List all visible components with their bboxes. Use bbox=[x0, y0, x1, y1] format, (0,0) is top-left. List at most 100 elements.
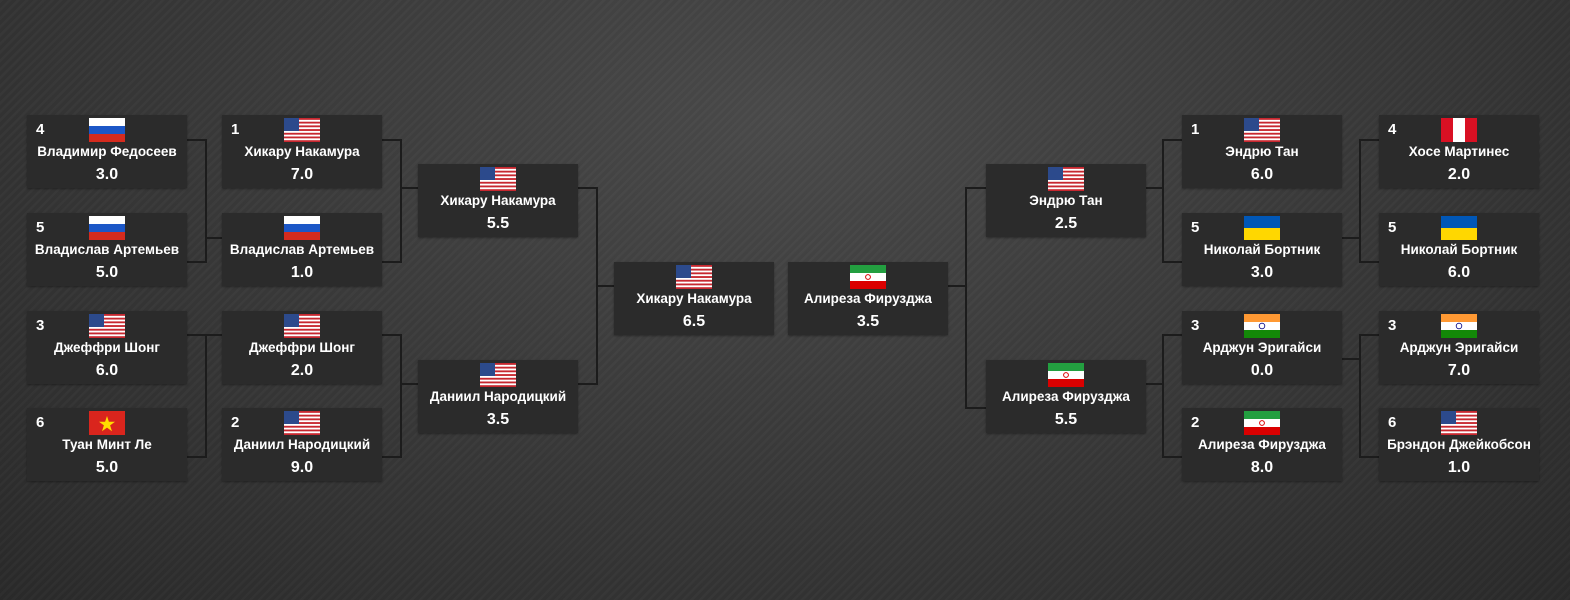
player-name: Владислав Артемьев bbox=[229, 242, 375, 257]
player-score: 2.5 bbox=[1054, 215, 1078, 232]
player-score: 2.0 bbox=[1447, 166, 1471, 183]
india-flag-icon bbox=[1244, 314, 1280, 338]
player-name: Хосе Мартинес bbox=[1408, 144, 1510, 159]
player-name: Даниил Народицкий bbox=[233, 437, 371, 452]
match-card-right-semi-2[interactable]: Алиреза Фирузджа 5.5 bbox=[986, 360, 1146, 433]
player-name: Алиреза Фирузджа bbox=[1198, 437, 1326, 452]
player-score: 5.5 bbox=[486, 215, 510, 232]
match-card-right-r1-4[interactable]: 6 Брэндон Джейкобсон 1.0 bbox=[1379, 408, 1539, 481]
player-score: 3.0 bbox=[1250, 264, 1274, 281]
player-name: Алиреза Фирузджа bbox=[1002, 389, 1130, 404]
match-card-final-left[interactable]: Хикару Накамура 6.5 bbox=[614, 262, 774, 335]
match-card-final-right[interactable]: Алиреза Фирузджа 3.5 bbox=[788, 262, 948, 335]
iran-flag-icon bbox=[1244, 411, 1280, 435]
seed-number: 5 bbox=[36, 219, 45, 236]
player-score: 6.0 bbox=[1447, 264, 1471, 281]
match-card-left-r1-3[interactable]: 3 Джеффри Шонг 6.0 bbox=[27, 311, 187, 384]
player-score: 8.0 bbox=[1250, 459, 1274, 476]
usa-flag-icon bbox=[284, 411, 320, 435]
player-name: Владимир Федосеев bbox=[37, 144, 177, 159]
player-name: Туан Минт Ле bbox=[62, 437, 152, 452]
seed-number: 1 bbox=[1191, 121, 1200, 138]
seed-number: 6 bbox=[36, 414, 45, 431]
match-card-left-r1-4[interactable]: 6 Туан Минт Ле 5.0 bbox=[27, 408, 187, 481]
player-score: 1.0 bbox=[290, 264, 314, 281]
match-card-left-semi-2[interactable]: Даниил Народицкий 3.5 bbox=[418, 360, 578, 433]
match-card-right-r2-3[interactable]: 3 Арджун Эригайси 0.0 bbox=[1182, 311, 1342, 384]
india-flag-icon bbox=[1441, 314, 1477, 338]
usa-flag-icon bbox=[1048, 167, 1084, 191]
match-card-left-r2-4[interactable]: 2 Даниил Народицкий 9.0 bbox=[222, 408, 382, 481]
seed-number: 3 bbox=[36, 317, 45, 334]
usa-flag-icon bbox=[89, 314, 125, 338]
usa-flag-icon bbox=[676, 265, 712, 289]
player-score: 6.5 bbox=[682, 313, 706, 330]
player-score: 5.0 bbox=[95, 264, 119, 281]
player-score: 6.0 bbox=[95, 362, 119, 379]
iran-flag-icon bbox=[850, 265, 886, 289]
player-score: 2.0 bbox=[290, 362, 314, 379]
match-card-right-r1-1[interactable]: 4 Хосе Мартинес 2.0 bbox=[1379, 115, 1539, 188]
player-name: Брэндон Джейкобсон bbox=[1387, 437, 1531, 452]
usa-flag-icon bbox=[1441, 411, 1477, 435]
match-card-right-semi-1[interactable]: Эндрю Тан 2.5 bbox=[986, 164, 1146, 237]
player-name: Джеффри Шонг bbox=[248, 340, 356, 355]
player-name: Джеффри Шонг bbox=[53, 340, 161, 355]
player-score: 9.0 bbox=[290, 459, 314, 476]
ukraine-flag-icon bbox=[1244, 216, 1280, 240]
player-score: 5.0 bbox=[95, 459, 119, 476]
player-score: 1.0 bbox=[1447, 459, 1471, 476]
match-card-right-r2-2[interactable]: 5 Николай Бортник 3.0 bbox=[1182, 213, 1342, 286]
player-name: Эндрю Тан bbox=[1029, 193, 1103, 208]
player-name: Владислав Артемьев bbox=[34, 242, 180, 257]
match-card-right-r1-3[interactable]: 3 Арджун Эригайси 7.0 bbox=[1379, 311, 1539, 384]
seed-number: 2 bbox=[231, 414, 240, 431]
match-card-left-r1-2[interactable]: 5 Владислав Артемьев 5.0 bbox=[27, 213, 187, 286]
seed-number: 1 bbox=[231, 121, 240, 138]
player-name: Николай Бортник bbox=[1203, 242, 1321, 257]
match-card-left-r2-3[interactable]: Джеффри Шонг 2.0 bbox=[222, 311, 382, 384]
player-name: Хикару Накамура bbox=[636, 291, 752, 306]
player-score: 7.0 bbox=[290, 166, 314, 183]
player-score: 6.0 bbox=[1250, 166, 1274, 183]
player-name: Эндрю Тан bbox=[1225, 144, 1299, 159]
match-card-left-semi-1[interactable]: Хикару Накамура 5.5 bbox=[418, 164, 578, 237]
player-name: Алиреза Фирузджа bbox=[804, 291, 932, 306]
player-score: 3.0 bbox=[95, 166, 119, 183]
usa-flag-icon bbox=[480, 167, 516, 191]
seed-number: 3 bbox=[1388, 317, 1397, 334]
vietnam-flag-icon bbox=[89, 411, 125, 435]
russia-flag-icon bbox=[89, 216, 125, 240]
player-name: Хикару Накамура bbox=[440, 193, 556, 208]
player-name: Арджун Эригайси bbox=[1202, 340, 1322, 355]
russia-flag-icon bbox=[89, 118, 125, 142]
player-score: 5.5 bbox=[1054, 411, 1078, 428]
usa-flag-icon bbox=[284, 118, 320, 142]
match-card-left-r1-1[interactable]: 4 Владимир Федосеев 3.0 bbox=[27, 115, 187, 188]
seed-number: 3 bbox=[1191, 317, 1200, 334]
player-name: Арджун Эригайси bbox=[1399, 340, 1519, 355]
seed-number: 4 bbox=[1388, 121, 1397, 138]
match-card-right-r2-1[interactable]: 1 Эндрю Тан 6.0 bbox=[1182, 115, 1342, 188]
match-card-left-r2-1[interactable]: 1 Хикару Накамура 7.0 bbox=[222, 115, 382, 188]
match-card-right-r1-2[interactable]: 5 Николай Бортник 6.0 bbox=[1379, 213, 1539, 286]
player-score: 3.5 bbox=[486, 411, 510, 428]
usa-flag-icon bbox=[284, 314, 320, 338]
seed-number: 4 bbox=[36, 121, 45, 138]
seed-number: 6 bbox=[1388, 414, 1397, 431]
player-name: Даниил Народицкий bbox=[429, 389, 567, 404]
peru-flag-icon bbox=[1441, 118, 1477, 142]
player-name: Хикару Накамура bbox=[244, 144, 360, 159]
match-card-left-r2-2[interactable]: Владислав Артемьев 1.0 bbox=[222, 213, 382, 286]
usa-flag-icon bbox=[1244, 118, 1280, 142]
seed-number: 5 bbox=[1191, 219, 1200, 236]
seed-number: 5 bbox=[1388, 219, 1397, 236]
russia-flag-icon bbox=[284, 216, 320, 240]
ukraine-flag-icon bbox=[1441, 216, 1477, 240]
seed-number: 2 bbox=[1191, 414, 1200, 431]
match-card-right-r2-4[interactable]: 2 Алиреза Фирузджа 8.0 bbox=[1182, 408, 1342, 481]
usa-flag-icon bbox=[480, 363, 516, 387]
iran-flag-icon bbox=[1048, 363, 1084, 387]
